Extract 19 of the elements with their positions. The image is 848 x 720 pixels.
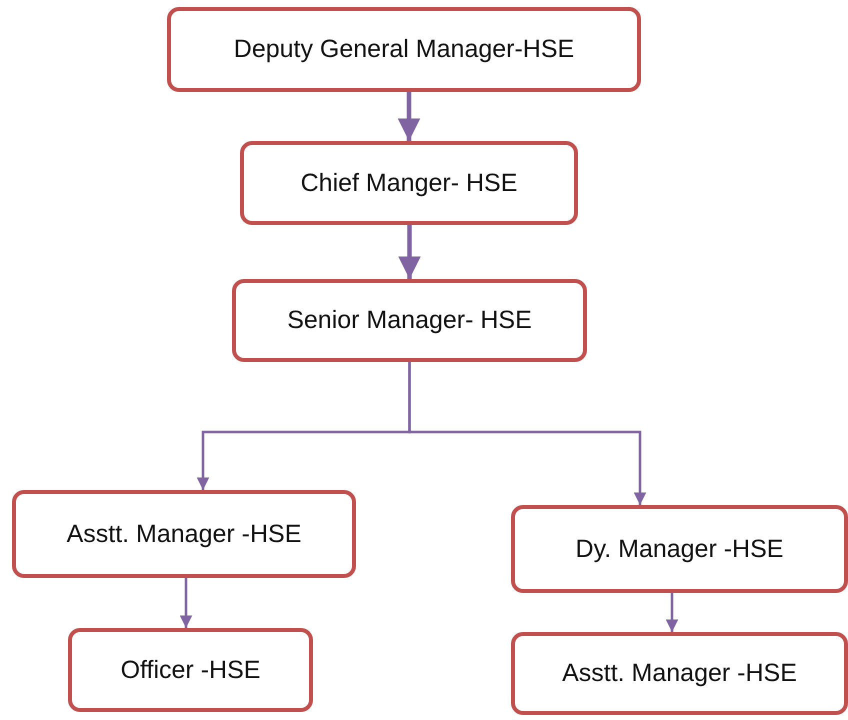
arrow — [408, 362, 646, 505]
role-title: Asstt. Manager -HSE — [562, 659, 797, 688]
role-box — [68, 628, 313, 712]
role-box — [511, 632, 848, 715]
role-box — [511, 505, 848, 593]
role-title: Senior Manager- HSE — [287, 306, 532, 335]
role-box — [12, 490, 356, 578]
role-title: Dy. Manager -HSE — [576, 534, 784, 564]
role-title: Asstt. Manager -HSE — [66, 520, 302, 548]
arrow — [398, 225, 421, 279]
arrow — [398, 92, 420, 141]
role-title: Chief Manger- HSE — [300, 168, 518, 198]
arrow — [666, 593, 678, 632]
role-box — [232, 279, 587, 362]
arrow — [180, 578, 192, 628]
role-title: Deputy General Manager-HSE — [234, 35, 574, 64]
role-title: Officer -HSE — [120, 656, 260, 684]
role-box — [167, 7, 641, 92]
role-box — [240, 141, 578, 225]
